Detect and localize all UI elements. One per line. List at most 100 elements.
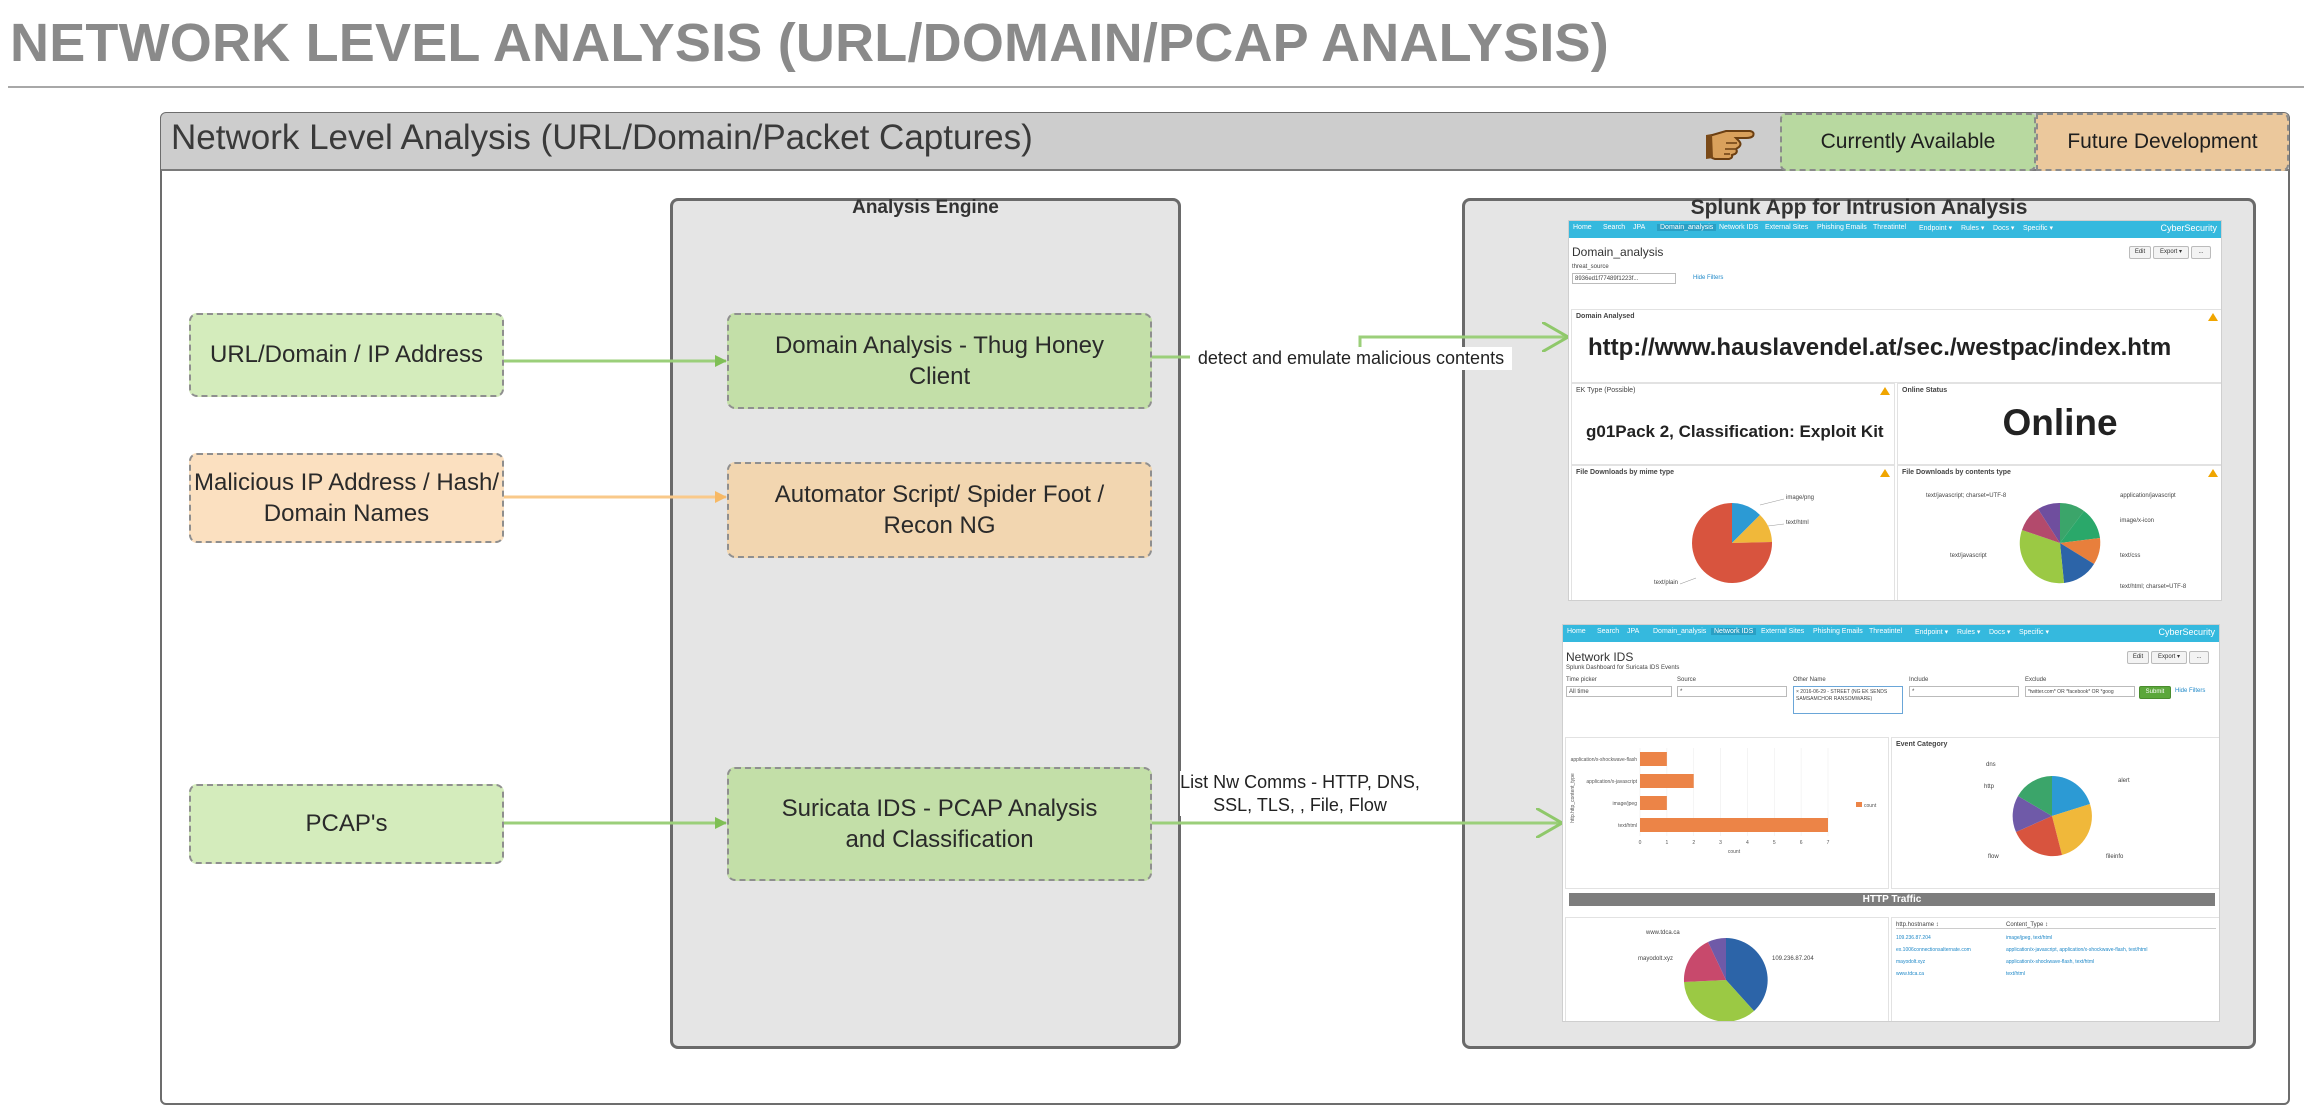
- nav-external-sites[interactable]: External Sites: [1765, 224, 1809, 231]
- bar-tick-label: 4: [1746, 840, 1749, 846]
- pointing-hand-icon: [1706, 122, 1756, 162]
- nav-rules[interactable]: Rules ▾: [1957, 629, 1981, 636]
- legend-currently-available: Currently Available: [1780, 113, 2036, 171]
- nav-domain-analysis[interactable]: Domain_analysis: [1653, 628, 1707, 635]
- http-pie-label-2: 109.236.87.204: [1772, 956, 1814, 962]
- contents-type-title: File Downloads by contents type: [1902, 469, 2011, 476]
- nav-jpa[interactable]: JPA: [1633, 224, 1646, 231]
- warning-icon: [2208, 313, 2218, 321]
- ids-title: Network IDS: [1566, 650, 1634, 664]
- domain-analysed-title: Domain Analysed: [1576, 313, 1635, 320]
- node-pcaps: PCAP's: [189, 784, 504, 864]
- nav-threatintel[interactable]: Threatintel: [1869, 628, 1903, 635]
- http-table-cell[interactable]: 109.236.87.204: [1896, 935, 1931, 941]
- contents-label-0: text/javascript; charset=UTF-8: [1926, 493, 2007, 499]
- contents-label-2: image/x-icon: [2120, 518, 2155, 524]
- nav-phishing-emails[interactable]: Phishing Emails: [1813, 628, 1863, 635]
- bar-tick-label: 3: [1719, 840, 1722, 846]
- export-button[interactable]: Export ▾: [2153, 246, 2189, 259]
- nav-jpa[interactable]: JPA: [1627, 628, 1640, 635]
- threat-source-input[interactable]: 8936ed1f77489f1223f...: [1572, 273, 1676, 284]
- dashboard-title: Domain_analysis: [1572, 245, 1664, 259]
- http-table-card: http.hostname ↕ Content_Type ↕ 109.236.8…: [1891, 917, 2219, 1021]
- nav-endpoint[interactable]: Endpoint ▾: [1919, 225, 1953, 232]
- hide-filters-link[interactable]: Hide Filters: [2175, 688, 2206, 694]
- nav-specific[interactable]: Specific ▾: [2019, 629, 2049, 636]
- bar-tick-label: 6: [1800, 840, 1803, 846]
- nav-external-sites[interactable]: External Sites: [1761, 628, 1805, 635]
- warning-icon: [1880, 469, 1890, 477]
- http-pie-card: www.tdca.ca mayodolt.xyz 109.236.87.204: [1565, 917, 1889, 1021]
- http-table-cell[interactable]: application/x-shockwave-flash, text/html: [2006, 959, 2095, 965]
- nav-specific[interactable]: Specific ▾: [2023, 225, 2053, 232]
- nav-domain-analysis[interactable]: Domain_analysis: [1657, 224, 1717, 231]
- nav-search[interactable]: Search: [1597, 628, 1620, 635]
- nav-docs[interactable]: Docs ▾: [1989, 629, 2011, 636]
- bar-tick-label: 7: [1827, 840, 1830, 846]
- online-status-title: Online Status: [1902, 387, 1948, 394]
- nav-network-ids[interactable]: Network IDS: [1719, 224, 1759, 231]
- filter-name-label: Other Name: [1793, 677, 1826, 683]
- event-category-pie: [2012, 776, 2092, 857]
- export-button[interactable]: Export ▾: [2151, 651, 2187, 664]
- nav-home[interactable]: Home: [1567, 628, 1586, 635]
- bar-tick-label: 1: [1665, 840, 1668, 846]
- event-label-alert: alert: [2118, 778, 2130, 784]
- http-table-cell[interactable]: text/html: [2006, 971, 2025, 977]
- nav-search[interactable]: Search: [1603, 224, 1626, 231]
- splunk-nav-bar: Home Search JPA Domain_analysis Network …: [1563, 625, 2219, 642]
- legend-future-development: Future Development: [2036, 113, 2289, 171]
- bar-1: [1640, 774, 1694, 788]
- filter-exclude-input[interactable]: *twitter.com* OR *facebook* OR *goog: [2025, 686, 2135, 697]
- ek-type-card: EK Type (Possible) g01Pack 2, Classifica…: [1571, 383, 1895, 465]
- filter-time-select[interactable]: All time: [1566, 686, 1672, 697]
- http-table-header-content-type[interactable]: Content_Type ↕: [2006, 922, 2216, 929]
- http-pie-label-0: www.tdca.ca: [1646, 930, 1680, 936]
- more-button[interactable]: ...: [2189, 651, 2209, 664]
- http-hostname-pie: [1683, 937, 1768, 1021]
- contents-type-pie: [2019, 502, 2101, 584]
- nav-rules[interactable]: Rules ▾: [1961, 225, 1985, 232]
- ek-type-title: EK Type (Possible): [1576, 387, 1636, 394]
- mime-type-card: File Downloads by mime type image/png te…: [1571, 465, 1895, 600]
- filter-include-input[interactable]: *: [1909, 686, 2019, 697]
- nav-threatintel[interactable]: Threatintel: [1873, 224, 1907, 231]
- analysis-engine-label: Analysis Engine: [852, 197, 999, 218]
- http-table-cell[interactable]: ex.1006connectionsalternate.com: [1896, 947, 1971, 953]
- nav-home[interactable]: Home: [1573, 224, 1592, 231]
- nav-endpoint[interactable]: Endpoint ▾: [1915, 629, 1949, 636]
- contents-label-4: text/javascript: [1950, 553, 1987, 559]
- bar-x-axis-label: count: [1728, 849, 1741, 855]
- node-url-domain-ip: URL/Domain / IP Address: [189, 313, 504, 397]
- threat-source-label: threat_source: [1572, 264, 1609, 270]
- ids-subtitle: Splunk Dashboard for Suricata IDS Events: [1566, 665, 1680, 671]
- mime-type-title: File Downloads by mime type: [1576, 469, 1675, 476]
- more-button[interactable]: ...: [2191, 246, 2211, 259]
- mime-label-plain: text/plain: [1654, 580, 1679, 586]
- http-table-header-hostname[interactable]: http.hostname ↕: [1896, 922, 2006, 929]
- contents-type-card: File Downloads by contents type text/jav…: [1897, 465, 2221, 600]
- filter-source-input[interactable]: *: [1677, 686, 1787, 697]
- ek-type-value: g01Pack 2, Classification: Exploit Kit: [1586, 422, 1884, 441]
- nav-docs[interactable]: Docs ▾: [1993, 225, 2015, 232]
- edit-button[interactable]: Edit: [2129, 246, 2151, 259]
- http-table-cell[interactable]: image/jpeg, text/html: [2006, 935, 2053, 941]
- domain-analysis-dashboard: Home Search JPA Domain_analysis Network …: [1568, 220, 2222, 601]
- edge-label-list-comms: List Nw Comms - HTTP, DNS, SSL, TLS, , F…: [1180, 771, 1420, 816]
- contents-label-5: text/html; charset=UTF-8: [2120, 584, 2187, 590]
- submit-button[interactable]: Submit: [2139, 686, 2171, 699]
- warning-icon: [2208, 469, 2218, 477]
- warning-icon: [1880, 387, 1890, 395]
- nav-phishing-emails[interactable]: Phishing Emails: [1817, 224, 1867, 231]
- nav-network-ids[interactable]: Network IDS: [1711, 628, 1757, 635]
- filter-name-multiselect[interactable]: × 2016-06-29 - STREET (NG EK SENDS SAMSA…: [1793, 686, 1903, 714]
- event-label-fileinfo: fileinfo: [2106, 854, 2124, 860]
- http-table-cell[interactable]: application/x-javascript, application/x-…: [2006, 947, 2148, 953]
- edit-button[interactable]: Edit: [2127, 651, 2149, 664]
- mime-label-html: text/html: [1786, 520, 1809, 526]
- http-table-cell[interactable]: www.tdca.ca: [1896, 971, 1925, 977]
- hide-filters-link[interactable]: Hide Filters: [1693, 275, 1724, 281]
- http-table-cell[interactable]: mayodolt.xyz: [1896, 959, 1926, 965]
- title-divider: [8, 86, 2304, 88]
